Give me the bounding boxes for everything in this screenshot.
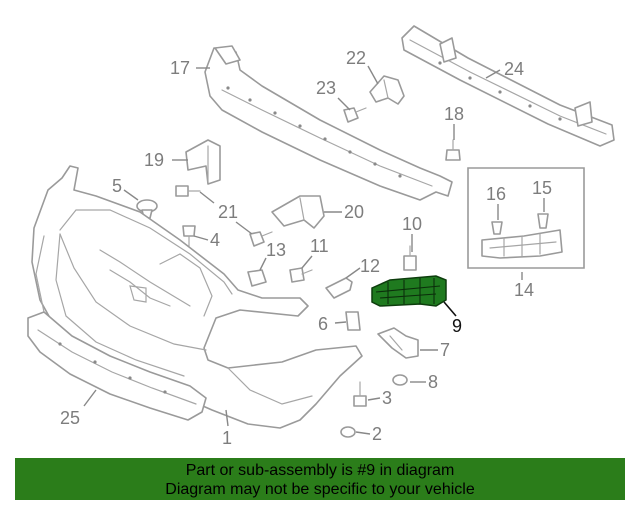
part-info-line-2: Diagram may not be specific to your vehi… [165,481,475,498]
callout-14: 14 [514,280,534,300]
part-10-bolt [403,245,417,271]
part-21-bolt [249,231,273,247]
part-6-clip [345,311,361,331]
callout-22: 22 [346,48,366,68]
callout-7: 7 [440,340,450,360]
part-3-bolt [353,381,367,407]
part-17-upper-retainer [204,45,453,201]
callout-8: 8 [428,372,438,392]
callout-21: 21 [218,202,238,222]
callout-1: 1 [222,428,232,448]
part-9-bracket-highlighted [371,275,447,307]
part-20-bracket [271,195,325,229]
callout-25: 25 [60,408,80,428]
callout-12: 12 [360,256,380,276]
callout-5: 5 [112,176,122,196]
callout-13: 13 [266,240,286,260]
callout-18: 18 [444,104,464,124]
exploded-parts-diagram: 17 22 23 24 18 19 5 21 20 4 10 13 11 12 … [27,25,615,448]
callout-labels: 17 22 23 24 18 19 5 21 20 4 10 13 11 12 … [60,48,552,448]
callout-3: 3 [382,388,392,408]
part-18-bolt [445,139,461,161]
part-info-line-1: Part or sub-assembly is #9 in diagram [185,462,455,479]
part-info-banner: Part or sub-assembly is #9 in diagram Di… [15,458,625,500]
callout-16: 16 [486,184,506,204]
leader-lines [83,65,545,435]
part-19-bracket [185,139,221,185]
callout-2: 2 [372,424,382,444]
callout-11: 11 [310,236,329,256]
part-15-clip [537,213,549,229]
callout-9: 9 [452,316,462,336]
callout-4: 4 [210,230,220,250]
part-8-clip [392,374,408,386]
part-bolt-upper [175,185,201,197]
part-12-bracket [325,277,353,299]
part-16-clip [491,221,503,235]
part-24-reinforcement-beam [401,25,615,147]
callout-23: 23 [316,78,336,98]
callout-24: 24 [504,59,524,79]
part-23-bolt [343,107,367,123]
part-25-lower-deflector [27,311,207,421]
callout-19: 19 [144,150,164,170]
callout-6: 6 [318,314,328,334]
callout-15: 15 [532,178,552,198]
part-11-bolt [289,267,313,283]
part-7-fog-bracket [377,327,419,359]
callout-20: 20 [344,202,364,222]
part-22-bracket [369,75,405,105]
part-13-clip [247,269,267,287]
callout-17: 17 [170,58,190,78]
part-2-clip [340,426,356,438]
part-14-panel [467,167,585,269]
callout-10: 10 [402,214,422,234]
part-4-bolt [182,225,196,247]
